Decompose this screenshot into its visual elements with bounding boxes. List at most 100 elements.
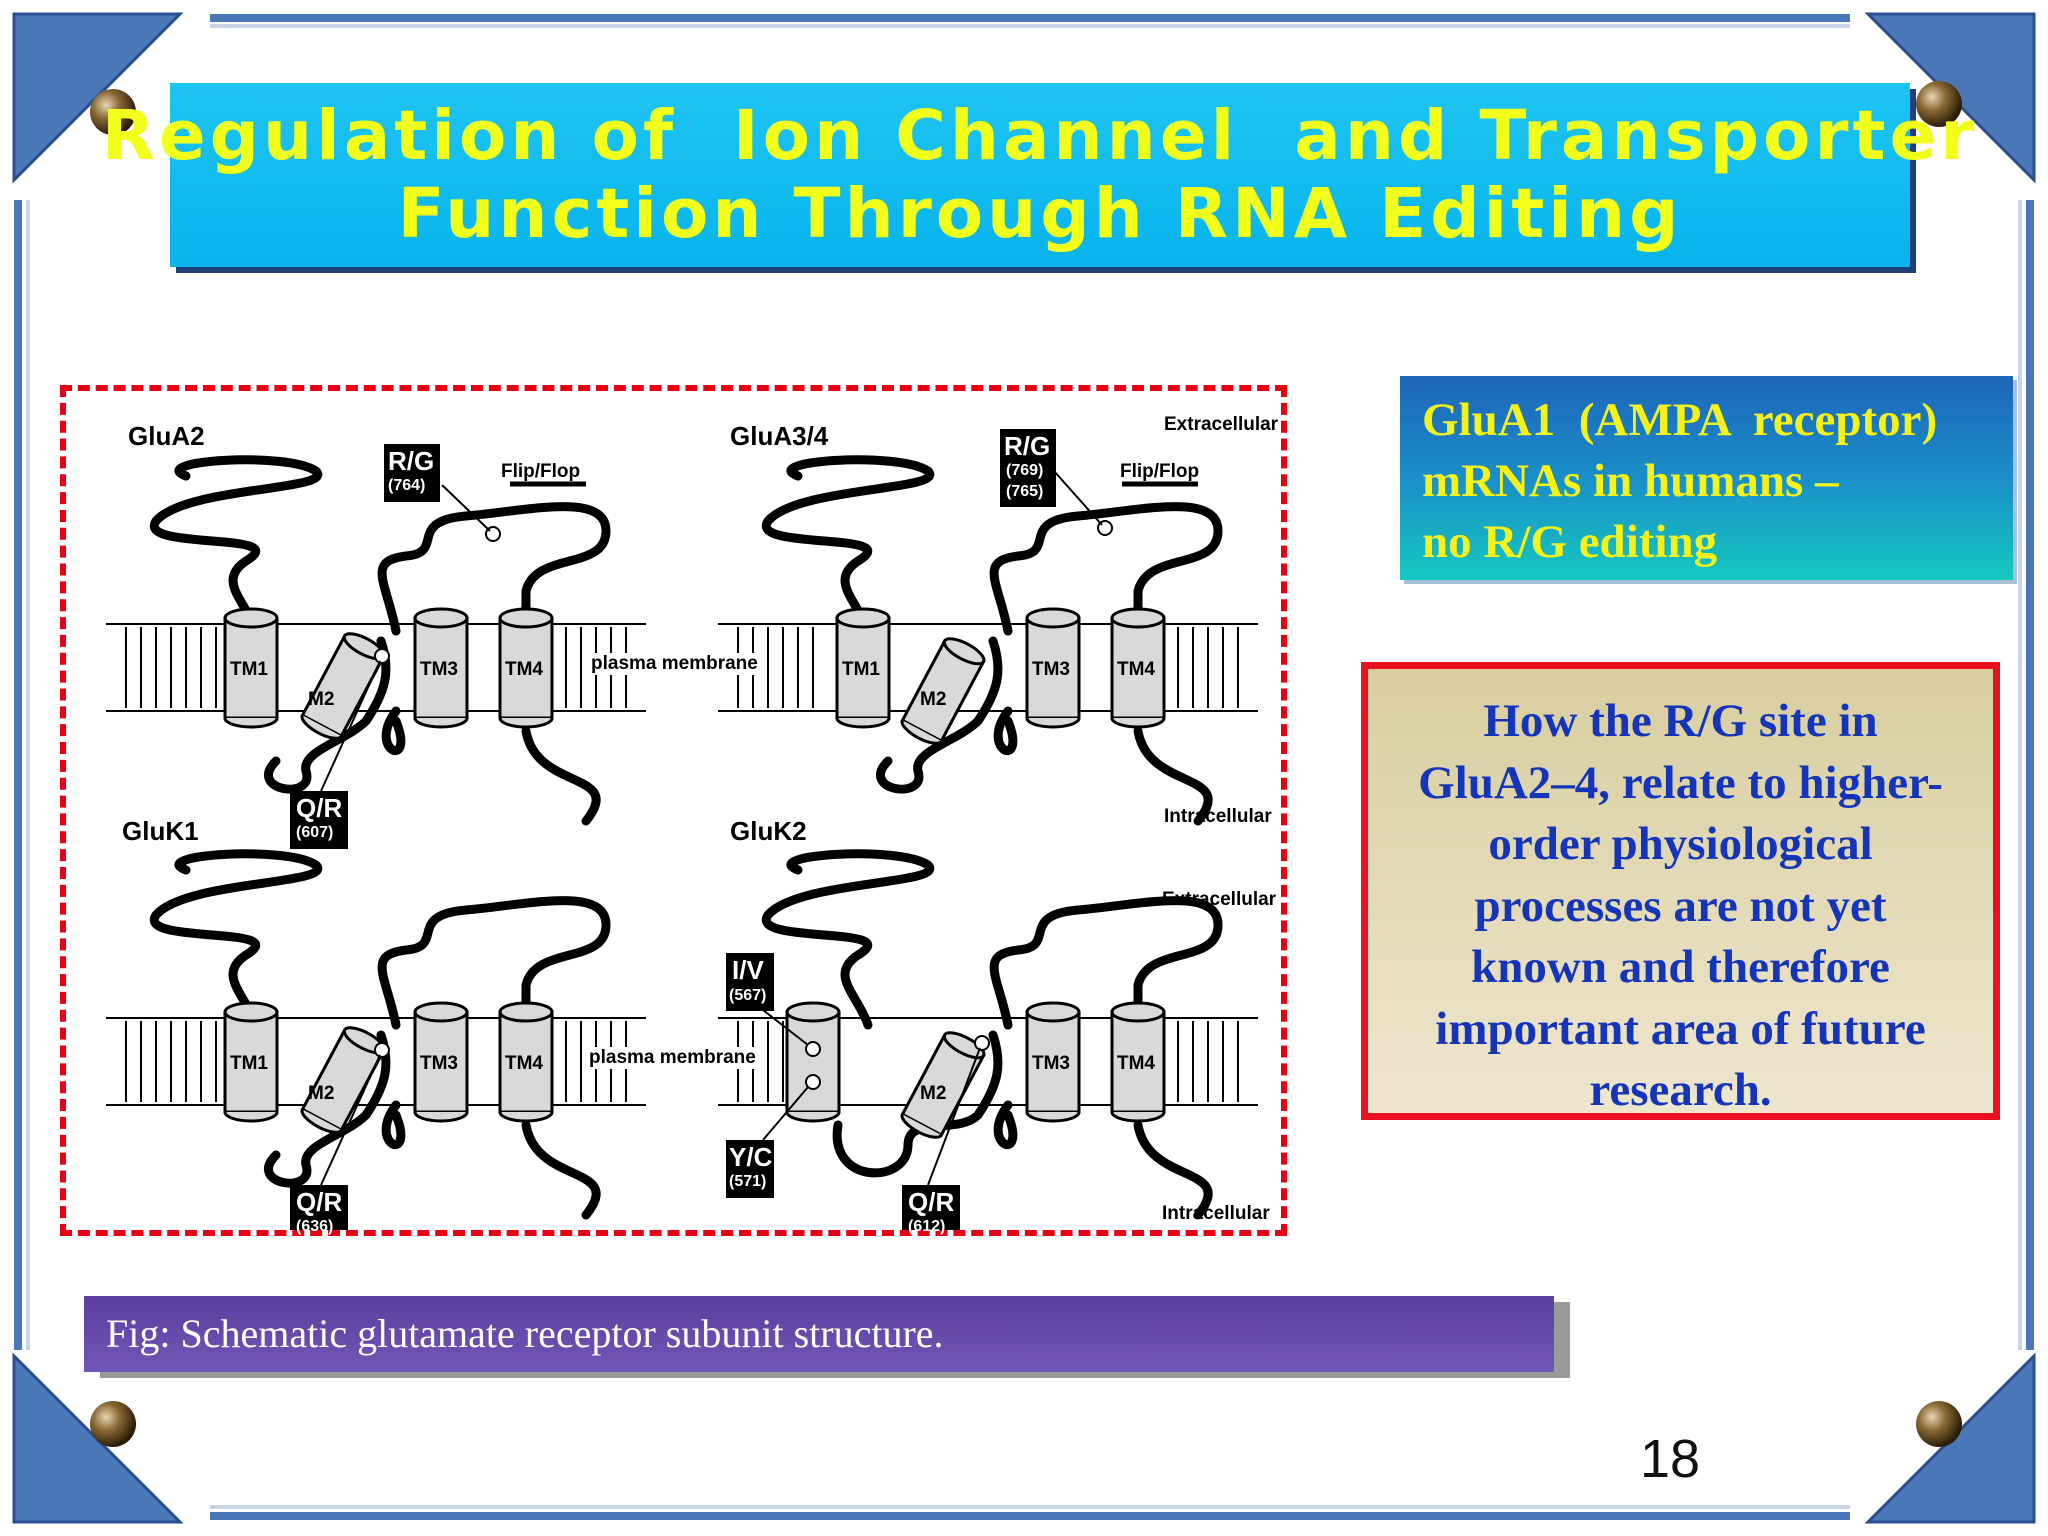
qr-label-box — [290, 1185, 348, 1230]
title-banner: Regulation of Ion Channel and Transporte… — [102, 83, 1974, 267]
m2-label: M2 — [308, 1083, 335, 1104]
intracellular-label: Intracellular — [1164, 806, 1272, 827]
intracellular-loops — [264, 636, 601, 826]
rivet-bottom-left — [90, 1401, 136, 1447]
plasma-membrane-label: plasma membrane — [588, 653, 761, 675]
rg-pointer — [1053, 470, 1103, 526]
page-number: 18 — [1640, 1429, 1701, 1489]
info-line: How the R/G site in — [1483, 695, 1878, 747]
title-line-1: Regulation of Ion Channel and Transporte… — [101, 96, 1979, 176]
n-terminal-loop — [149, 455, 323, 636]
panel-gluk1 — [106, 849, 646, 1230]
iv-label-box — [726, 953, 774, 1011]
info-line: GluA2–4, relate to higher- — [1418, 756, 1943, 809]
yc-label: Y/C — [729, 1142, 773, 1172]
rg-position: (764) — [388, 477, 426, 494]
info-box-glua1: GluA1 (AMPA receptor) mRNAs in humans – … — [1400, 376, 2013, 580]
plasma-membrane-label: plasma membrane — [586, 1047, 759, 1069]
extracellular-label: Extracellular — [1164, 414, 1279, 435]
receptor-schematic — [106, 429, 1258, 1230]
qr-label: Q/R — [908, 1187, 955, 1217]
panel-title-glua34: GluA3/4 — [730, 421, 829, 451]
rg-position-1: (769) — [1006, 462, 1044, 479]
tm1-label: TM1 — [230, 1053, 268, 1074]
flip-flop-label: Flip/Flop — [1120, 461, 1200, 482]
rg-pointer — [441, 484, 491, 532]
ligand-binding-loop — [377, 502, 611, 636]
qr-site-marker — [374, 648, 390, 664]
qr-site-marker — [974, 1035, 990, 1051]
info-line: known and therefore — [1471, 941, 1890, 993]
tm3-label: TM3 — [420, 659, 458, 680]
info-line: important area of future — [1435, 1002, 1926, 1055]
intracellular-loops — [264, 1030, 601, 1220]
qr-position: (636) — [296, 1218, 334, 1235]
m2-helix — [297, 627, 389, 745]
intracellular-label: Intracellular — [1162, 1203, 1270, 1224]
info-line: processes are not yet — [1474, 879, 1887, 932]
qr-label: Q/R — [296, 793, 343, 823]
left-border-shadow — [26, 200, 30, 1350]
rivet-top-left — [90, 89, 136, 135]
tm4-label: TM4 — [505, 659, 543, 680]
right-border-shadow — [2018, 200, 2022, 1350]
ligand-binding-loop — [989, 896, 1223, 1030]
extracellular-label: Extracellular — [1162, 889, 1277, 910]
rg-label: R/G — [1004, 431, 1051, 461]
bottom-border-bar — [210, 1512, 1850, 1520]
m2-label: M2 — [308, 689, 335, 710]
m2-helix — [297, 1021, 389, 1139]
yc-label-box — [726, 1140, 774, 1198]
qr-pointer — [320, 660, 381, 792]
info-line: mRNAs in humans – — [1422, 455, 1839, 507]
tm3-label: TM3 — [1032, 659, 1070, 680]
info-line: research. — [1589, 1064, 1772, 1116]
figure-caption: Fig: Schematic glutamate receptor subuni… — [84, 1296, 1554, 1372]
qr-position: (607) — [296, 824, 334, 841]
qr-position: (612) — [908, 1218, 946, 1235]
iv-site-marker — [805, 1041, 821, 1057]
tm1-label: TM1 — [230, 659, 268, 680]
rg-position-2: (765) — [1006, 483, 1044, 500]
panel-title-gluk1: GluK1 — [122, 816, 199, 846]
panel-glua2 — [106, 444, 646, 849]
m2-label: M2 — [920, 689, 947, 710]
yc-position: (571) — [729, 1173, 767, 1190]
qr-pointer — [927, 1047, 981, 1186]
rg-label: R/G — [388, 446, 435, 476]
m2-label: M2 — [920, 1083, 947, 1104]
n-terminal-loop — [761, 455, 935, 636]
panel-glua34 — [718, 429, 1258, 826]
info-line: no R/G editing — [1422, 516, 1718, 568]
iv-pointer — [762, 1009, 809, 1046]
rivet-bottom-right — [1916, 1401, 1962, 1447]
tm4-label: TM4 — [1117, 659, 1155, 680]
qr-pointer — [320, 1054, 381, 1186]
yc-site-marker — [805, 1074, 821, 1090]
panel-title-gluk2: GluK2 — [730, 816, 807, 846]
rg-label-box — [1000, 429, 1056, 507]
info-box-research: How the R/G site in GluA2–4, relate to h… — [1361, 662, 2000, 1120]
flip-flop-label: Flip/Flop — [501, 461, 581, 482]
right-border-bar — [2026, 200, 2034, 1350]
info-line: GluA1 (AMPA receptor) — [1422, 394, 1938, 446]
tm1-label: TM1 — [842, 659, 880, 680]
tm3-label: TM3 — [420, 1053, 458, 1074]
yc-pointer — [762, 1086, 809, 1141]
qr-label: Q/R — [296, 1187, 343, 1217]
ligand-binding-loop — [989, 502, 1223, 636]
iv-label: I/V — [732, 955, 764, 985]
qr-label-box — [290, 791, 348, 849]
n-terminal-loop — [149, 849, 323, 1030]
qr-site-marker — [374, 1042, 390, 1058]
title-line-2: Function Through RNA Editing — [397, 174, 1683, 254]
qr-label-box — [902, 1185, 960, 1230]
intracellular-loops — [876, 636, 1213, 826]
iv-position: (567) — [729, 987, 767, 1004]
rivet-top-right — [1916, 81, 1962, 127]
rg-label-box — [384, 444, 440, 502]
top-border-bar — [210, 14, 1850, 22]
left-border-bar — [14, 200, 22, 1350]
bottom-border-shadow — [210, 1505, 1850, 1509]
